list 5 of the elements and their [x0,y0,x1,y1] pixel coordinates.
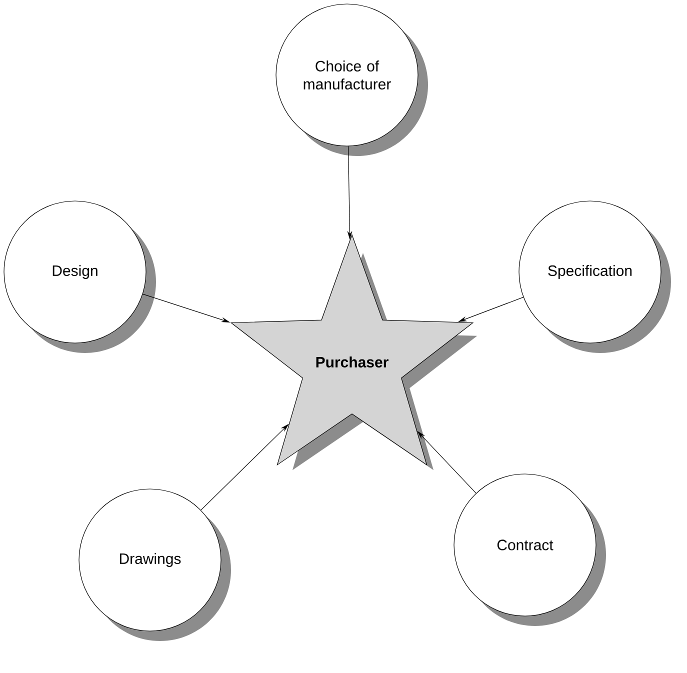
circle-node: Drawings [78,488,231,641]
circle-node: Design [4,200,156,353]
circle-node: Specification [518,200,671,353]
circle-node: Choice of manufacturer [276,4,428,156]
circle-node: Contract [454,474,606,626]
